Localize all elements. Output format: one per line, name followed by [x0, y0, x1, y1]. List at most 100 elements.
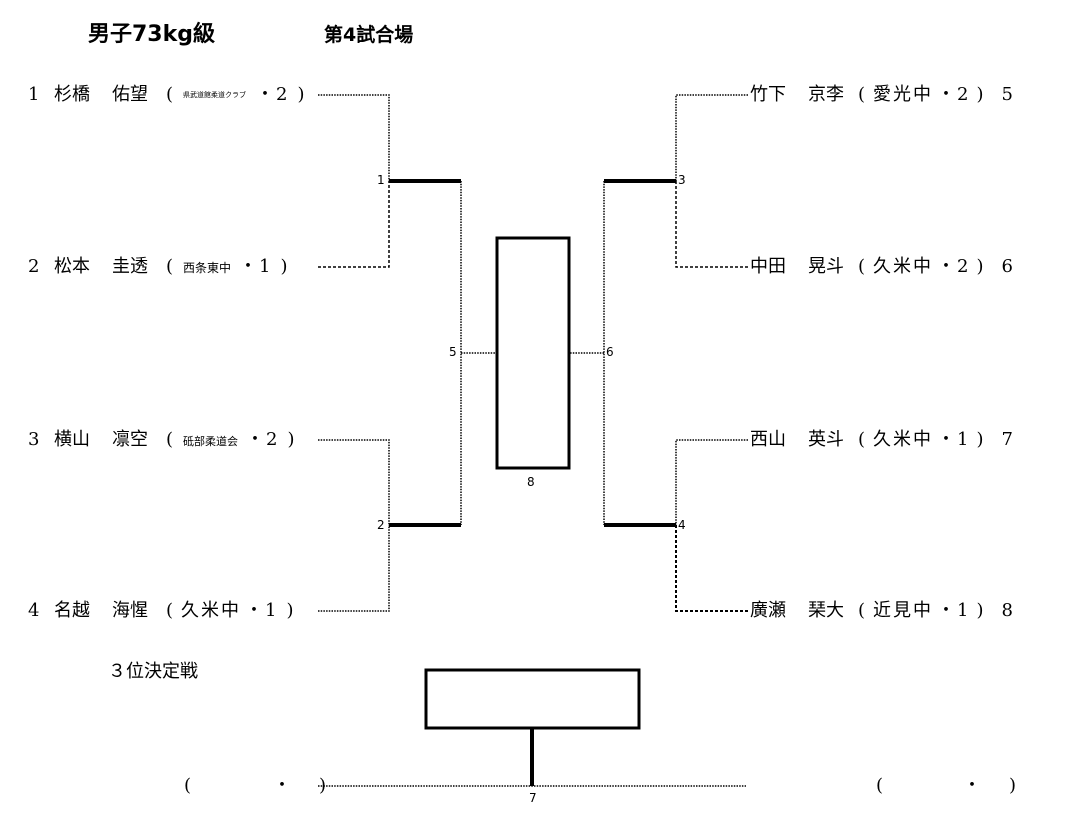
- seed-number: 6: [1001, 256, 1015, 277]
- player-given-name: 英斗: [808, 429, 844, 450]
- paren-close: ): [280, 256, 290, 277]
- grade: 1: [259, 256, 273, 277]
- player-surname: 杉橋: [54, 84, 90, 105]
- player-given-name: 海惺: [112, 600, 148, 621]
- paren-close: ): [976, 600, 986, 621]
- seed-number: 8: [1001, 600, 1015, 621]
- paren-open: (: [876, 775, 884, 796]
- paren-close: ): [976, 256, 986, 277]
- club-name: 県武道館柔道クラブ: [183, 91, 247, 99]
- page-title: 男子73kg級: [88, 22, 215, 47]
- line-p6: [675, 181, 748, 268]
- paren-open: (: [166, 600, 176, 621]
- separator: ・: [256, 84, 277, 105]
- paren-close: ): [286, 600, 296, 621]
- grade: 1: [957, 429, 971, 450]
- match-number-8: 8: [527, 475, 535, 489]
- club-name: 西条東中: [183, 261, 232, 275]
- separator: ・: [937, 600, 958, 621]
- player-given-name: 佑望: [112, 84, 148, 105]
- player-surname: 中田: [750, 256, 786, 277]
- paren-open: (: [858, 600, 868, 621]
- paren-open: (: [166, 256, 176, 277]
- seed-number: 5: [1001, 84, 1015, 105]
- player-right-5: 竹下 京李 (愛光中・2) 5: [750, 84, 1015, 106]
- match-number-2: 2: [377, 518, 385, 532]
- paren-close: ): [297, 84, 307, 105]
- paren-close: ): [976, 429, 986, 450]
- paren-close: ): [976, 84, 986, 105]
- separator: ・: [963, 775, 982, 796]
- seed-number: 3: [28, 429, 40, 450]
- seed-number: 7: [1001, 429, 1015, 450]
- seed-number: 2: [28, 256, 40, 277]
- separator: ・: [246, 429, 267, 450]
- player-surname: 松本: [54, 256, 90, 277]
- match-number-6: 6: [606, 345, 614, 359]
- paren-open: (: [166, 84, 176, 105]
- grade: 2: [276, 84, 290, 105]
- player-right-8: 廣瀬 琹大 (近見中・1) 8: [750, 600, 1015, 622]
- venue-label: 第4試合場: [324, 24, 414, 46]
- player-right-7: 西山 英斗 (久米中・1) 7: [750, 429, 1015, 451]
- separator: ・: [937, 429, 958, 450]
- line-p5: [675, 94, 748, 181]
- club-name: 久米中: [873, 429, 934, 450]
- paren-close: ): [287, 429, 297, 450]
- player-right-6: 中田 晃斗 (久米中・2) 6: [750, 256, 1015, 278]
- player-surname: 名越: [54, 600, 90, 621]
- player-given-name: 京李: [808, 84, 844, 105]
- player-given-name: 凛空: [112, 429, 148, 450]
- final-box: [495, 236, 571, 470]
- grade: 1: [957, 600, 971, 621]
- line-p3: [318, 439, 390, 525]
- match-number-5: 5: [449, 345, 457, 359]
- separator: ・: [239, 256, 260, 277]
- paren-open: (: [858, 256, 868, 277]
- player-given-name: 晃斗: [808, 256, 844, 277]
- seed-number: 1: [28, 84, 40, 105]
- grade: 2: [266, 429, 280, 450]
- paren-close: ): [319, 775, 327, 796]
- third-place-left-slot: ( ・): [184, 775, 326, 797]
- separator: ・: [937, 84, 958, 105]
- player-given-name: 圭透: [112, 256, 148, 277]
- paren-open: (: [858, 429, 868, 450]
- line-p1: [318, 94, 390, 181]
- club-name: 愛光中: [873, 84, 934, 105]
- separator: ・: [937, 256, 958, 277]
- player-surname: 西山: [750, 429, 786, 450]
- grade: 1: [265, 600, 279, 621]
- grade: 2: [957, 256, 971, 277]
- separator: ・: [273, 775, 292, 796]
- third-place-label: ３位決定戦: [108, 661, 198, 682]
- player-left-1: 1 杉橋 佑望 ( 県武道館柔道クラブ ・2): [28, 84, 307, 106]
- line-p4: [318, 525, 390, 612]
- club-name: 久米中: [873, 256, 934, 277]
- paren-open: (: [184, 775, 192, 796]
- match-number-1: 1: [377, 173, 385, 187]
- player-left-2: 2 松本 圭透 ( 西条東中・1): [28, 256, 290, 279]
- match-number-4: 4: [678, 518, 686, 532]
- club-name: 近見中: [873, 600, 934, 621]
- paren-open: (: [166, 429, 176, 450]
- line-p7: [675, 439, 748, 525]
- player-surname: 横山: [54, 429, 90, 450]
- grade: 2: [957, 84, 971, 105]
- separator: ・: [245, 600, 266, 621]
- paren-open: (: [858, 84, 868, 105]
- match-number-3: 3: [678, 173, 686, 187]
- player-left-4: 4 名越 海惺 (久米中・1): [28, 600, 296, 622]
- player-surname: 竹下: [750, 84, 786, 105]
- club-name: 久米中: [181, 600, 242, 621]
- player-given-name: 琹大: [808, 600, 844, 621]
- match-number-7: 7: [529, 791, 537, 805]
- third-place-box: [424, 668, 641, 730]
- third-place-right-slot: (・): [876, 775, 1016, 797]
- player-surname: 廣瀬: [750, 600, 786, 621]
- line-p2: [318, 181, 390, 268]
- seed-number: 4: [28, 600, 40, 621]
- line-p8: [675, 525, 748, 612]
